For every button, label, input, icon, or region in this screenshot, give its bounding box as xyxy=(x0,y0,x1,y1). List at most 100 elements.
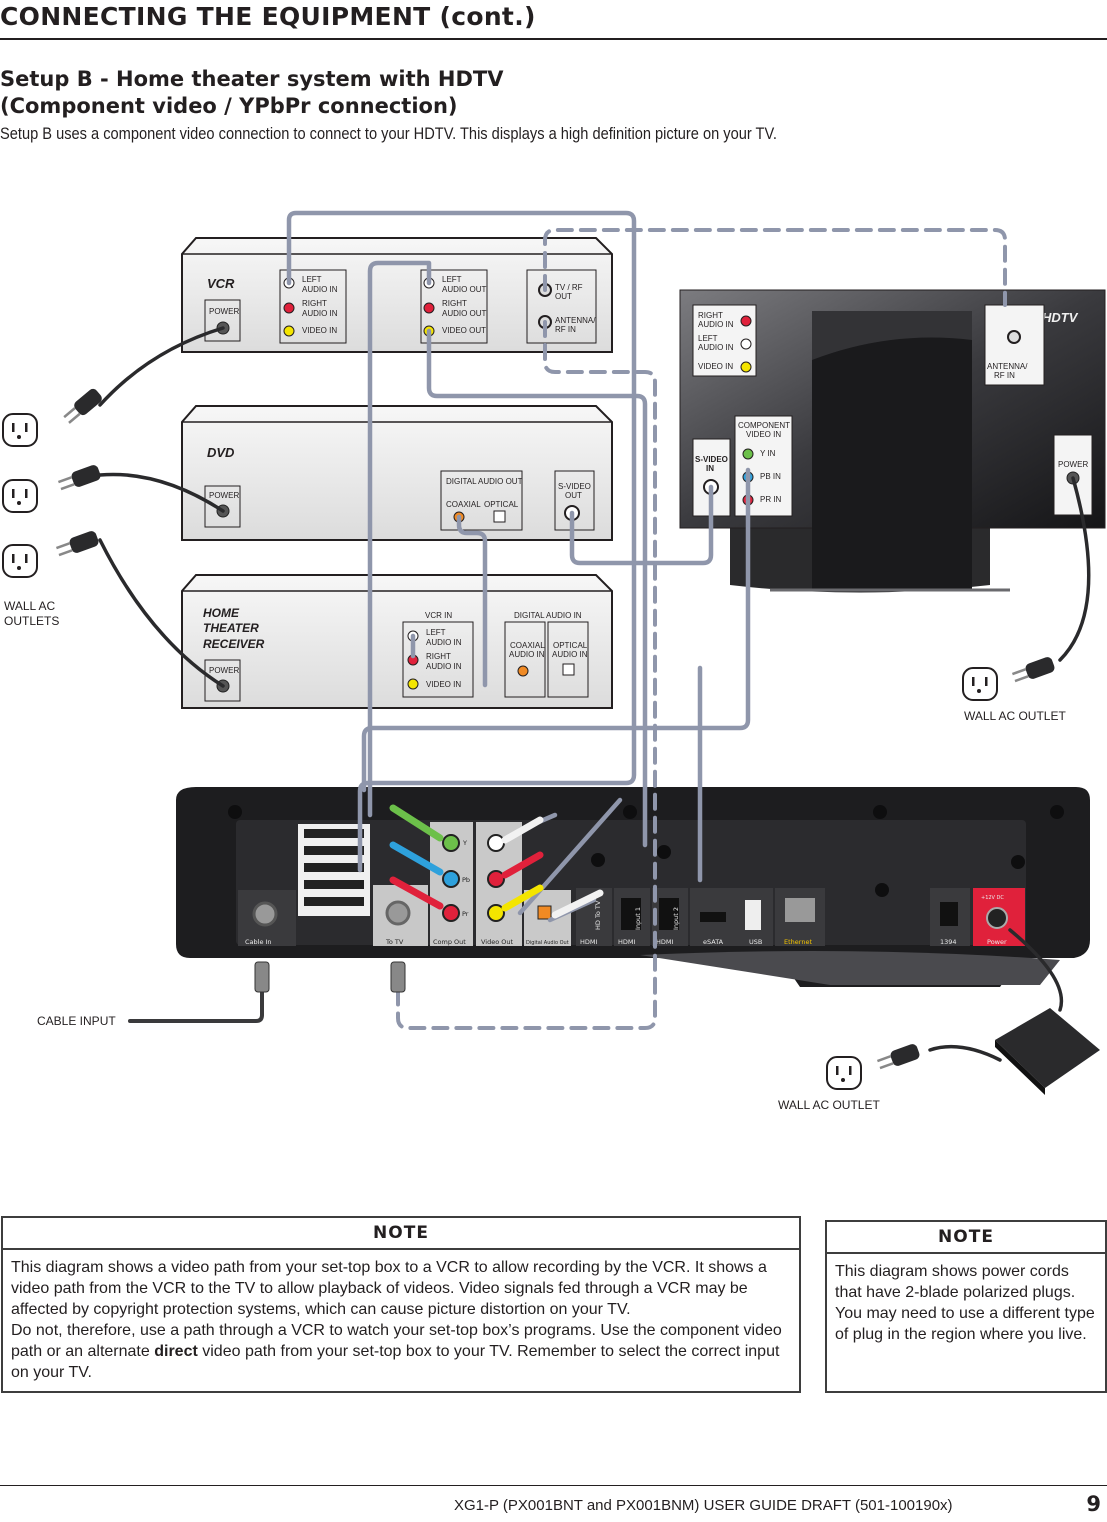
cable-vcr-video-out xyxy=(426,328,648,848)
vcr-right-audio-in-jack xyxy=(283,302,295,314)
plug-green xyxy=(389,804,444,842)
power-cords xyxy=(98,326,1091,1062)
vcr-name: VCR xyxy=(207,276,235,291)
section-title: Setup B - Home theater system with HDTV … xyxy=(0,66,503,120)
stb-lbl-1394: 1394 xyxy=(940,938,957,946)
note-recording-p2: Do not, therefore, use a path through a … xyxy=(11,1320,791,1383)
vcr-lbl-right-out: RIGHT xyxy=(442,299,467,308)
note-p2-pre: Do not, therefore, use a path through a … xyxy=(11,1322,782,1360)
stb-lbl-power: Power xyxy=(987,938,1007,946)
vcr-lbl-audio-in-1: AUDIO IN xyxy=(302,285,338,294)
plug-adapter xyxy=(876,1044,920,1070)
cord-dvd xyxy=(98,472,225,513)
stb-y-out-jack xyxy=(442,834,460,852)
hdtv-lbl-svideo-in: IN xyxy=(706,464,714,473)
plug-receiver xyxy=(55,531,99,557)
plug-red-audio xyxy=(501,851,544,879)
receiver-name-2: THEATER xyxy=(203,621,259,635)
wall-outlet-tv xyxy=(962,667,998,701)
receiver-lbl-video-in: VIDEO IN xyxy=(426,680,461,689)
svg-text:ANTENNA/RF IN: ANTENNA/RF IN xyxy=(987,362,1028,380)
barcode-stack xyxy=(304,829,364,906)
plug-white xyxy=(501,816,544,844)
note-p2-bold: direct xyxy=(154,1343,198,1360)
stb-audio-right-jack xyxy=(487,870,505,888)
hdtv-lbl-pr-in: PR IN xyxy=(760,495,782,504)
stb-pb-out-jack xyxy=(442,870,460,888)
page-title: CONNECTING THE EQUIPMENT (cont.) xyxy=(0,2,536,31)
hdtv-lbl-y-in: Y IN xyxy=(760,449,776,458)
rf-dashed-cables xyxy=(396,228,1007,1030)
dashed-vcr-antenna-to-stb xyxy=(396,320,657,1030)
receiver-vcr-in-label: VCR IN xyxy=(425,611,452,620)
vcr-lbl-tv-rf: TV / RF xyxy=(555,283,583,292)
receiver-lbl-audio-in-2: AUDIO IN xyxy=(426,662,462,671)
coax-connector-cable-in xyxy=(254,961,270,993)
cable-hdtv-component xyxy=(361,467,751,793)
coax-connector-to-tv xyxy=(390,961,406,993)
label-wall-ac-outlet-adapter: WALL AC OUTLET xyxy=(778,1098,880,1110)
wall-outlet-1 xyxy=(2,413,38,447)
wall-outlet-3 xyxy=(2,544,38,578)
stb-lbl-hdmi-1: HDMI xyxy=(618,938,636,946)
vcr-lbl-left: LEFT xyxy=(302,275,322,284)
plug-dvd xyxy=(57,465,101,491)
vcr-video-in-jack xyxy=(283,325,295,337)
stb-lbl-hdmi-2: HDMI xyxy=(656,938,674,946)
cable-dvd-coaxial xyxy=(456,514,488,688)
vcr-lbl-audio-out-2: AUDIO OUT xyxy=(442,309,487,318)
cord-hdtv xyxy=(1058,476,1091,662)
receiver-video-in-jack xyxy=(407,678,419,690)
hdtv-lbl-audio-in-1: AUDIO IN xyxy=(698,320,734,329)
vcr-power-label: POWER xyxy=(209,307,239,316)
stb-lbl-input-2: Input 2 xyxy=(672,907,680,930)
receiver-name-1: HOME xyxy=(203,606,240,620)
vcr-lbl-audio-out-1: AUDIO OUT xyxy=(442,285,487,294)
cord-vcr xyxy=(98,326,225,407)
dvd-svideo-label: S-VIDEO xyxy=(558,482,591,491)
hdtv-lbl-svideo: S-VIDEO xyxy=(695,455,728,464)
plug-yellow xyxy=(501,884,544,912)
hdtv-y-in-jack xyxy=(742,448,754,460)
stb-audio-left-jack xyxy=(487,834,505,852)
footer-rule xyxy=(0,1485,1107,1486)
label-cable-input: CABLE INPUT xyxy=(37,1014,116,1028)
intro-text: Setup B uses a component video connectio… xyxy=(0,124,777,143)
stb-lbl-esata: eSATA xyxy=(703,938,724,946)
stb-lbl-ethernet: Ethernet xyxy=(784,938,812,946)
vcr-lbl-right: RIGHT xyxy=(302,299,327,308)
note-recording: NOTE This diagram shows a video path fro… xyxy=(1,1216,801,1393)
hdtv-lbl-video-in-comp: VIDEO IN xyxy=(746,430,781,439)
section-title-line-1: Setup B - Home theater system with HDTV xyxy=(0,67,504,91)
receiver-lbl-coaxial-audio-in: AUDIO IN xyxy=(509,650,545,659)
section-title-line-2: (Component video / YPbPr connection) xyxy=(0,94,458,118)
dvd-device: DVD POWER DIGITAL AUDIO OUT COAXIAL OPTI… xyxy=(181,405,613,541)
signal-cables xyxy=(286,210,751,923)
vcr-lbl-audio-in-2: AUDIO IN xyxy=(302,309,338,318)
stb-lbl-comp-out: Comp Out xyxy=(433,938,466,946)
stb-lbl-hdmi-out: HDMI xyxy=(580,938,598,946)
page-number: 9 xyxy=(1086,1492,1101,1516)
label-wall-ac-outlets-2: OUTLETS xyxy=(4,614,59,628)
stb-usb-port xyxy=(745,900,761,930)
cord-cable-input xyxy=(128,968,264,1023)
footer-doc-title: XG1-P (PX001BNT and PX001BNM) USER GUIDE… xyxy=(454,1497,953,1514)
receiver-lbl-audio-in-1: AUDIO IN xyxy=(426,638,462,647)
note-power-cords: NOTE This diagram shows power cords that… xyxy=(825,1220,1107,1393)
dvd-optical-jack xyxy=(493,510,506,523)
wall-outlet-adapter xyxy=(826,1056,862,1090)
note-recording-p1: This diagram shows a video path from you… xyxy=(11,1259,767,1318)
cord-stb-adapter xyxy=(1008,928,1064,1012)
vcr-lbl-out: OUT xyxy=(555,292,572,301)
